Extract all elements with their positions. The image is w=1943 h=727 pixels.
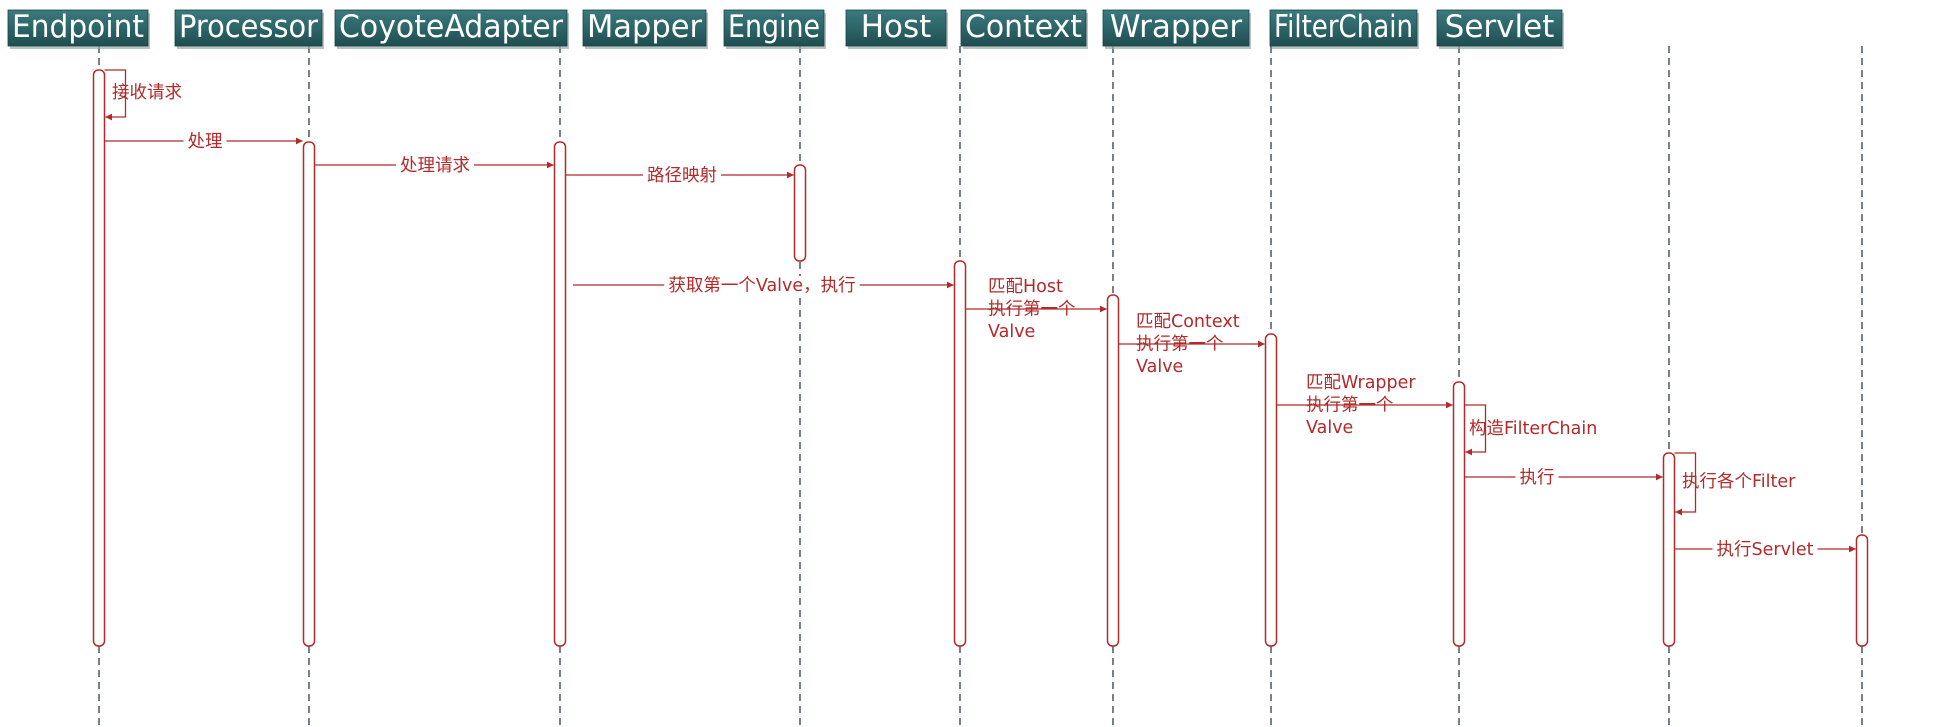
participant-wrapper: Wrapper [1102, 9, 1251, 49]
message-label-bg [396, 156, 474, 176]
message-label: 执行第一个 [988, 300, 1076, 320]
participant-host: Host [845, 9, 948, 49]
participant-label: Servlet [1445, 9, 1555, 45]
message-handle: 处理 [104, 132, 303, 152]
message-arrow [1464, 404, 1487, 456]
message-label: 匹配Wrapper [1306, 373, 1416, 393]
message-path-map: 路径映射 [565, 166, 794, 186]
activation-engine [953, 260, 967, 647]
activation-host [1106, 294, 1120, 647]
participant-box [1436, 9, 1563, 47]
activation-coyote [553, 141, 567, 647]
participant-processor: Processor [174, 9, 324, 49]
message-build-filterchain: 构造FilterChain [1464, 404, 1597, 456]
activation-servlet [1855, 534, 1869, 647]
message-arrow [1674, 452, 1697, 516]
message-label: 获取第一个Valve，执行 [668, 276, 855, 296]
activation-bars [92, 69, 1869, 647]
message-label: 接收请求 [112, 83, 182, 103]
messages: 接收请求处理处理请求路径映射获取第一个Valve，执行匹配Host执行第一个Va… [104, 69, 1856, 560]
message-label: 路径映射 [647, 166, 717, 186]
participant-label: Host [861, 9, 932, 45]
participant-label: Processor [179, 9, 318, 45]
participant-label: Mapper [587, 9, 702, 45]
participant-coyote: CoyoteAdapter [334, 9, 569, 49]
message-label: 执行第一个 [1136, 335, 1224, 355]
message-each-filter: 执行各个Filter [1674, 452, 1796, 516]
lifelines [98, 46, 1863, 727]
message-handle-request: 处理请求 [314, 156, 554, 176]
message-label: 执行 [1520, 468, 1555, 488]
participant-box [723, 9, 825, 47]
message-first-valve: 获取第一个Valve，执行 [573, 276, 954, 296]
participant-box [1269, 9, 1418, 47]
message-label-bg [183, 132, 227, 152]
participant-mapper: Mapper [582, 9, 708, 49]
message-execute-servlet: 执行Servlet [1674, 540, 1856, 560]
activation-context [1264, 333, 1278, 647]
participant-headers: Endpoint Processor CoyoteAdapter Mapper Engi… [7, 9, 1564, 49]
message-label: 匹配Context [1136, 312, 1240, 332]
participant-box [7, 9, 149, 47]
participant-box [1102, 9, 1250, 47]
message-label: 处理 [188, 132, 223, 152]
message-label: Valve [1136, 357, 1183, 377]
message-label: 匹配Host [988, 277, 1063, 297]
activation-mapper [793, 164, 807, 262]
participant-box [960, 9, 1087, 47]
message-label: 执行各个Filter [1682, 472, 1796, 492]
participant-label: Context [965, 9, 1082, 45]
participant-label: Endpoint [12, 9, 144, 45]
activation-wrapper [1452, 381, 1466, 647]
message-label-bg [664, 276, 860, 296]
message-label-bg [1515, 468, 1559, 488]
participant-servlet: Servlet [1436, 9, 1564, 49]
participant-box [334, 9, 568, 47]
message-label: 构造FilterChain [1469, 419, 1597, 439]
participant-label: Engine [728, 9, 820, 45]
participant-filterchain: FilterChain [1269, 9, 1419, 49]
message-label: Valve [1306, 418, 1353, 438]
participant-label: FilterChain [1274, 9, 1413, 45]
activation-filterchain [1662, 452, 1676, 647]
message-label: 处理请求 [400, 156, 470, 176]
message-label: 执行Servlet [1717, 540, 1814, 560]
message-receive: 接收请求 [104, 69, 182, 121]
participant-endpoint: Endpoint [7, 9, 150, 49]
message-execute: 执行 [1464, 468, 1663, 488]
participant-label: CoyoteAdapter [339, 9, 563, 45]
participant-label: Wrapper [1110, 9, 1242, 45]
participant-box [174, 9, 323, 47]
message-arrow [104, 69, 127, 121]
message-label: 执行第一个 [1306, 396, 1394, 416]
activation-endpoint [92, 69, 106, 647]
participant-context: Context [960, 9, 1088, 49]
message-label: Valve [988, 322, 1035, 342]
participant-box [582, 9, 707, 47]
participant-box [845, 9, 947, 47]
activation-processor [302, 141, 316, 647]
message-label-bg [643, 166, 721, 186]
participant-engine: Engine [723, 9, 826, 49]
message-label-bg [1712, 540, 1818, 560]
